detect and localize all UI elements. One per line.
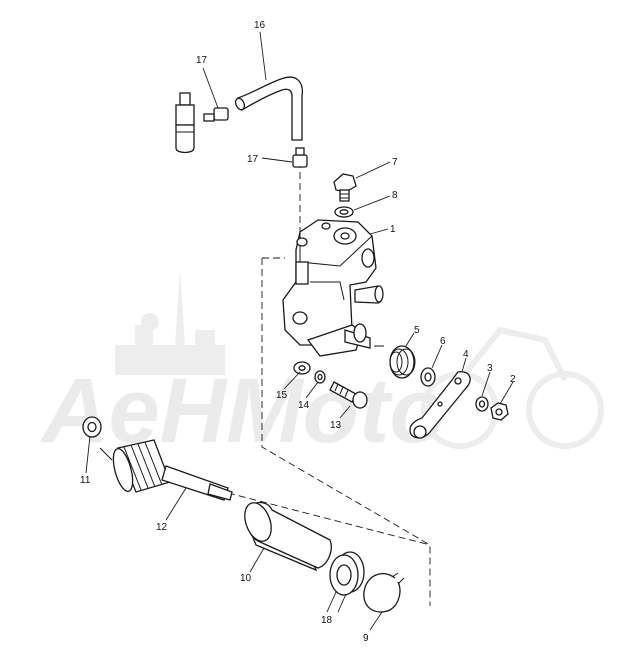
leader-lines bbox=[85, 31, 514, 631]
callout-4: 4 bbox=[463, 349, 469, 360]
callout-8: 8 bbox=[392, 190, 398, 201]
watermark-text: AeHMoto bbox=[40, 360, 446, 462]
oil-pump-body bbox=[282, 219, 384, 357]
assembly-boundary bbox=[261, 257, 431, 606]
callout-14: 14 bbox=[298, 400, 310, 411]
callout-9: 9 bbox=[363, 633, 369, 644]
callout-3: 3 bbox=[487, 363, 493, 374]
callout-17-upper: 17 bbox=[196, 55, 208, 66]
oil-hose bbox=[234, 76, 304, 141]
hose-clamp-upper bbox=[203, 107, 229, 122]
callout-11: 11 bbox=[80, 475, 91, 486]
callout-7: 7 bbox=[392, 157, 398, 168]
callout-18: 18 bbox=[321, 615, 333, 626]
lever-nut bbox=[490, 402, 509, 421]
spring-washer bbox=[420, 367, 436, 387]
lever-washer bbox=[475, 396, 489, 412]
callout-1: 1 bbox=[390, 224, 396, 235]
hose-clamp-lower bbox=[292, 147, 308, 168]
bleed-screw bbox=[333, 173, 357, 202]
callout-13: 13 bbox=[330, 420, 342, 431]
sealing-washer bbox=[334, 206, 354, 218]
callout-10: 10 bbox=[240, 573, 252, 584]
drive-shaft-gear bbox=[99, 439, 233, 501]
mounting-washer bbox=[293, 361, 311, 375]
shaft-washer bbox=[82, 416, 102, 438]
watermark: AeHMoto bbox=[40, 270, 604, 462]
callout-16: 16 bbox=[254, 20, 266, 31]
control-lever bbox=[409, 371, 471, 439]
circlip bbox=[363, 572, 405, 613]
return-spring bbox=[374, 345, 416, 379]
callout-12: 12 bbox=[156, 522, 168, 533]
callout-17-lower: 17 bbox=[247, 154, 259, 165]
callout-6: 6 bbox=[440, 336, 446, 347]
oil-seal-rings bbox=[329, 551, 365, 596]
watermark-skyline-icon bbox=[115, 270, 225, 375]
mounting-bolt bbox=[329, 381, 368, 409]
shaft-bushing bbox=[244, 501, 332, 572]
shaft-centerline bbox=[227, 492, 431, 546]
callout-5: 5 bbox=[414, 325, 420, 336]
lock-washer bbox=[314, 370, 326, 384]
callout-15: 15 bbox=[276, 390, 288, 401]
oil-tank-fitting bbox=[175, 92, 195, 154]
callout-2: 2 bbox=[510, 374, 516, 385]
